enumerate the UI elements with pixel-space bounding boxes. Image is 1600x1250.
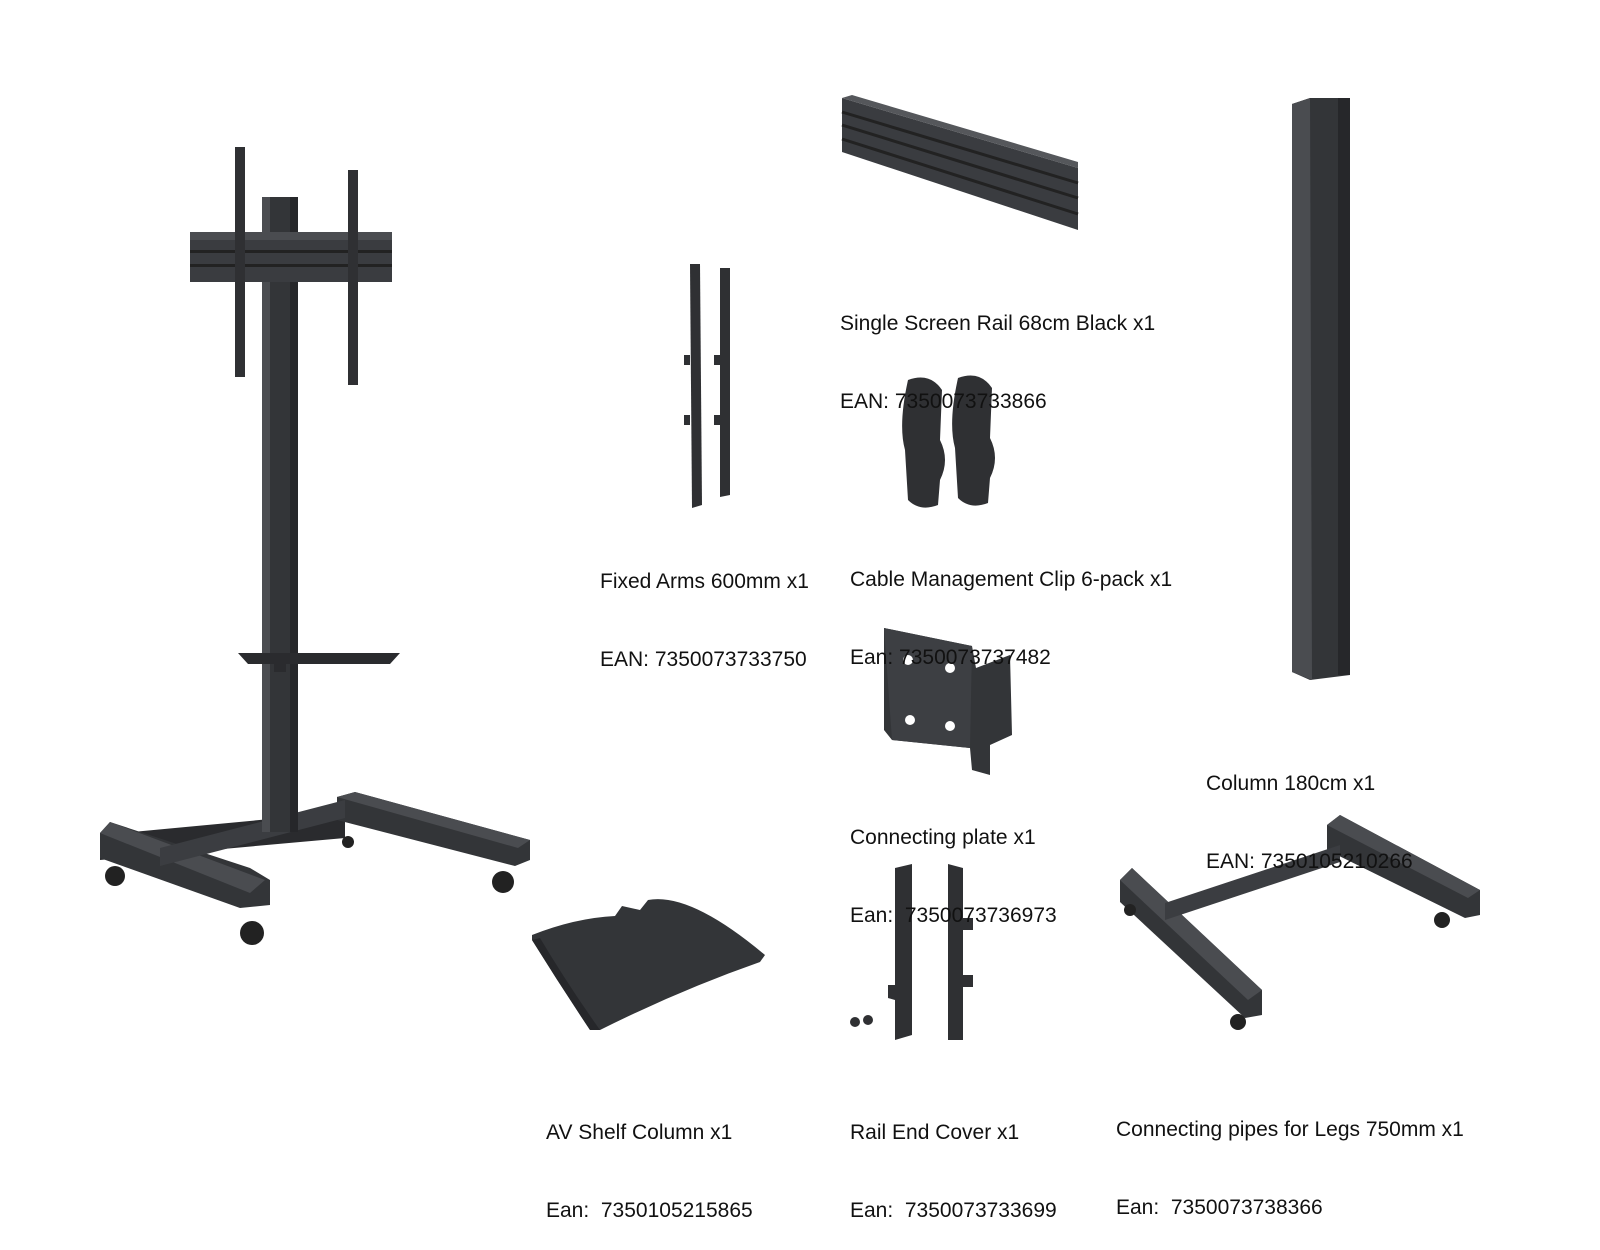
caption-leg-pipes: Connecting pipes for Legs 750mm x1 Ean: … (1116, 1065, 1464, 1247)
leg-pipes-illustration (1120, 815, 1480, 1030)
caption-cable-clips: Cable Management Clip 6-pack x1 Ean: 735… (850, 515, 1172, 697)
part-ean: Ean: 7350073737482 (850, 646, 1051, 669)
cable-clips-illustration (902, 375, 995, 508)
caption-column: Column 180cm x1 EAN: 7350105210266 (1206, 719, 1413, 901)
part-ean: Ean: 7350073736973 (850, 904, 1057, 927)
rail-end-cover-illustration (850, 864, 973, 1040)
product-illustrations (100, 95, 1480, 1040)
part-name: Fixed Arms 600mm x1 (600, 570, 809, 593)
part-ean: Ean: 7350073733699 (850, 1199, 1057, 1222)
part-ean: Ean: 7350105215865 (546, 1199, 753, 1222)
part-ean: EAN: 7350073733750 (600, 648, 807, 671)
part-name: Connecting pipes for Legs 750mm x1 (1116, 1118, 1464, 1141)
part-name: Single Screen Rail 68cm Black x1 (840, 312, 1156, 335)
part-name: AV Shelf Column x1 (546, 1121, 733, 1144)
part-ean: Ean: 7350073738366 (1116, 1196, 1323, 1219)
column-illustration (1292, 98, 1350, 680)
assembled-stand-illustration (100, 147, 530, 945)
fixed-arms-illustration (684, 264, 730, 508)
part-name: Cable Management Clip 6-pack x1 (850, 568, 1173, 591)
caption-screen-rail: Single Screen Rail 68cm Black x1 EAN: 73… (840, 259, 1155, 441)
part-name: Column 180cm x1 (1206, 772, 1376, 795)
screen-rail-illustration (841, 95, 1079, 230)
av-shelf-illustration (532, 899, 765, 1030)
caption-fixed-arms: Fixed Arms 600mm x1 EAN: 7350073733750 (600, 517, 809, 699)
connecting-plate-illustration (884, 628, 1012, 775)
caption-rail-end-cover: Rail End Cover x1 Ean: 7350073733699 (850, 1068, 1057, 1250)
part-name: Rail End Cover x1 (850, 1121, 1020, 1144)
caption-av-shelf: AV Shelf Column x1 Ean: 7350105215865 (546, 1068, 753, 1250)
part-ean: EAN: 7350105210266 (1206, 850, 1413, 873)
part-ean: EAN: 7350073733866 (840, 390, 1047, 413)
part-name: Connecting plate x1 (850, 826, 1036, 849)
caption-connecting-plate: Connecting plate x1 Ean: 7350073736973 (850, 773, 1057, 955)
